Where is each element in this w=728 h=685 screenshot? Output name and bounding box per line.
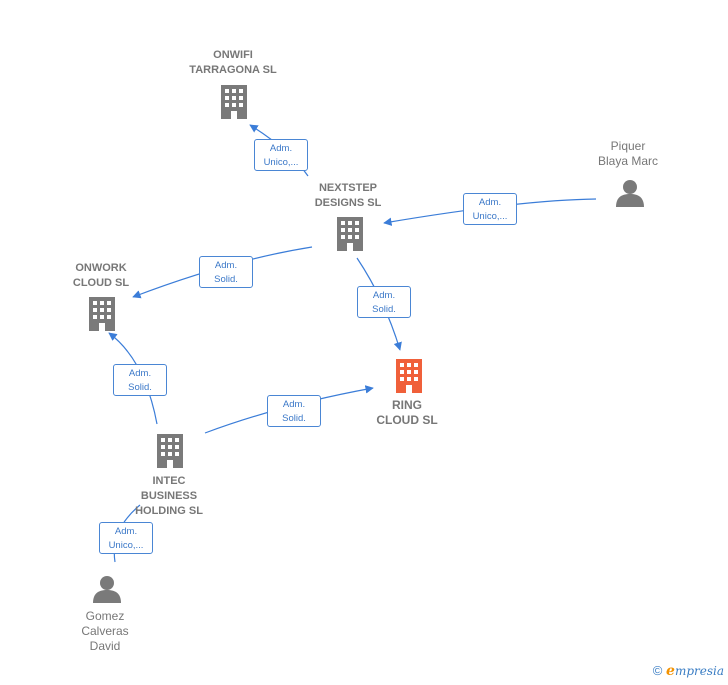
node-nextstep-name-line1: NEXTSTEP [318, 182, 378, 194]
brand-initial: e [666, 663, 675, 679]
footer-brand: © empresia [653, 663, 724, 679]
edge-label-line1: Adm. [372, 290, 396, 301]
node-ring-name-line2: CLOUD SL [376, 413, 438, 427]
edge-label-gomez-intec[interactable]: Adm. Unico,... [99, 522, 153, 554]
edge-label-piquer-nextstep[interactable]: Adm. Unico,... [463, 193, 517, 225]
node-nextstep-name-line2: DESIGNS SL [314, 197, 382, 209]
edge-label-nextstep-onwifi[interactable]: Adm. Unico,... [254, 139, 308, 171]
edge-label-line1: Adm. [282, 399, 306, 410]
building-icon[interactable] [337, 217, 363, 251]
edge-label-nextstep-onwork[interactable]: Adm. Solid. [199, 256, 253, 288]
brand-logo: empresia [666, 663, 724, 679]
building-icon[interactable] [89, 297, 115, 331]
edge-label-line1: Adm. [128, 368, 152, 379]
edge-label-line1: Adm. [478, 197, 502, 208]
edge-label-intec-onwork[interactable]: Adm. Solid. [113, 364, 167, 396]
node-onwifi-label[interactable]: ONWIFI TARRAGONA SL [189, 48, 276, 78]
building-icon[interactable] [157, 434, 183, 468]
building-icon[interactable] [396, 359, 422, 393]
node-gomez-name-line3: David [89, 639, 121, 653]
node-onwifi-name-line1: ONWIFI [213, 49, 253, 61]
edge-label-intec-ring[interactable]: Adm. Solid. [267, 395, 321, 427]
edge-label-nextstep-ring[interactable]: Adm. Solid. [357, 286, 411, 318]
node-gomez-name-line2: Calveras [81, 624, 129, 638]
edge-label-line1: Adm. [114, 526, 138, 537]
node-gomez-name-line1: Gomez [85, 609, 125, 623]
edge-label-line2: Solid. [372, 304, 396, 315]
node-ring-label[interactable]: RING CLOUD SL [376, 398, 437, 428]
building-icon[interactable] [221, 85, 247, 119]
node-onwork-name-line1: ONWORK [75, 262, 127, 274]
node-ring-name-line1: RING [392, 398, 422, 412]
edge-label-line2: Solid. [282, 413, 306, 424]
node-onwork-label[interactable]: ONWORK CLOUD SL [73, 261, 129, 291]
edge-label-line2: Unico,... [263, 157, 299, 168]
node-gomez-label[interactable]: Gomez Calveras David [81, 609, 128, 654]
node-nextstep-label[interactable]: NEXTSTEP DESIGNS SL [315, 181, 382, 211]
edge-label-line2: Solid. [128, 382, 152, 393]
person-icon[interactable] [616, 180, 644, 207]
person-icon[interactable] [93, 576, 121, 603]
node-intec-label[interactable]: INTEC BUSINESS HOLDING SL [135, 474, 203, 519]
edge-label-line1: Adm. [214, 260, 238, 271]
node-intec-name-line1: INTEC [152, 475, 186, 487]
node-intec-name-line2: BUSINESS [140, 490, 198, 502]
edge-label-line2: Solid. [214, 274, 238, 285]
copyright-symbol: © [652, 663, 663, 678]
edge-label-line2: Unico,... [108, 540, 144, 551]
brand-name: mpresia [674, 664, 724, 678]
edge-label-line1: Adm. [269, 143, 293, 154]
edge-label-line2: Unico,... [472, 211, 508, 222]
node-onwork-name-line2: CLOUD SL [72, 277, 130, 289]
node-onwifi-name-line2: TARRAGONA SL [189, 64, 277, 76]
node-piquer-name-line2: Blaya Marc [597, 154, 659, 168]
node-piquer-label[interactable]: Piquer Blaya Marc [598, 139, 658, 169]
node-intec-name-line3: HOLDING SL [135, 505, 203, 517]
node-piquer-name-line1: Piquer [610, 139, 646, 153]
